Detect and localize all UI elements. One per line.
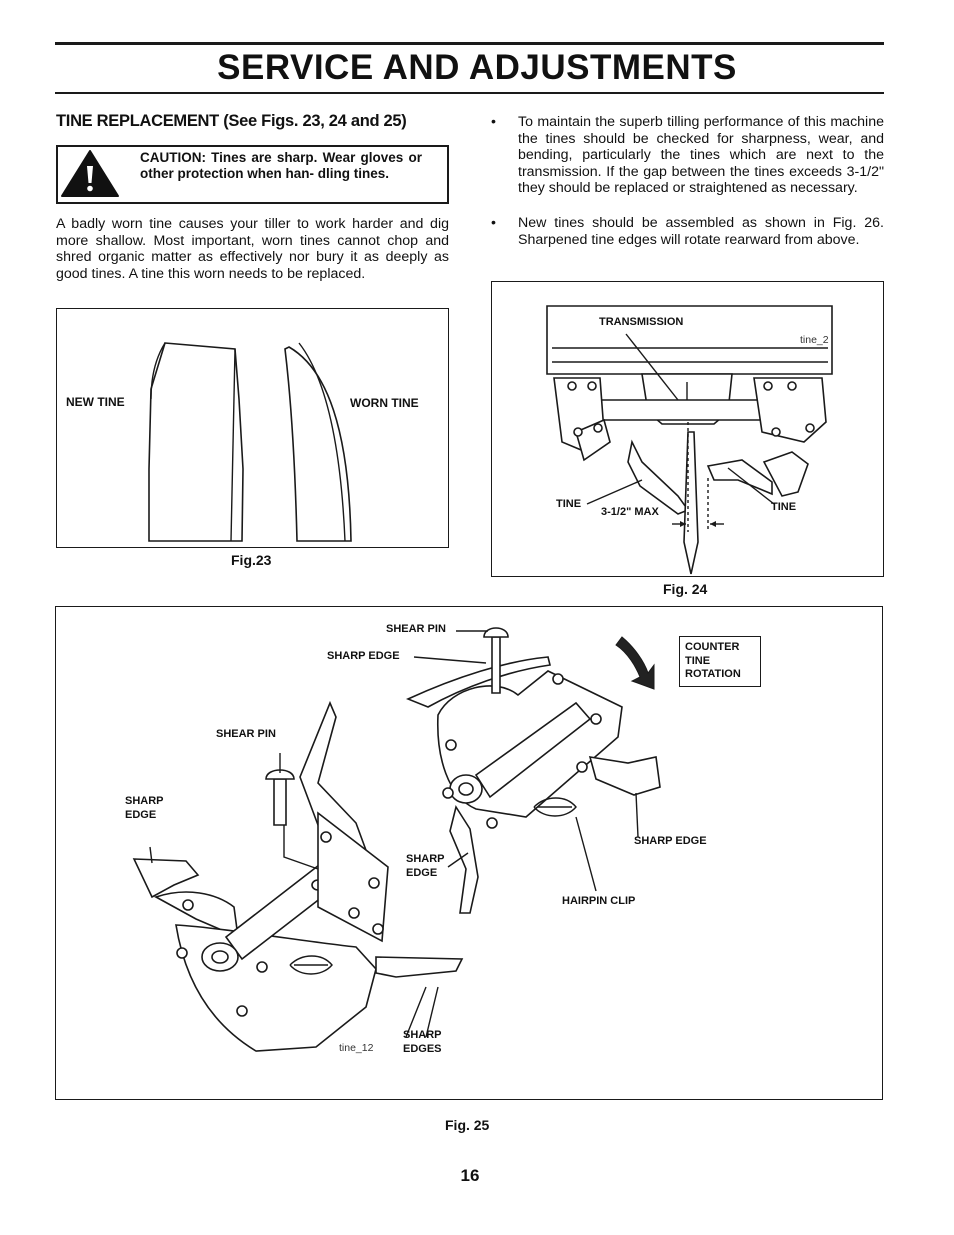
hairpin-clip-label: HAIRPIN CLIP [562,895,636,907]
counter-rotation-box: COUNTER TINE ROTATION [679,636,761,687]
tine-right-label: TINE [771,501,797,513]
shear-pin-top [491,636,501,694]
left-tine [132,858,200,899]
shear-pin-left-label: SHEAR PIN [216,728,276,740]
worn-tine-shape [284,346,352,542]
fig23-drawing [148,342,352,542]
bottom-tine [375,956,464,978]
transmission-housing [546,305,833,375]
shear-pin-top-label: SHEAR PIN [386,623,446,635]
transmission-label: TRANSMISSION [599,316,684,328]
new-tine-shape [148,342,244,542]
sharp-edge-middle-label: SHARP EDGE [406,853,445,879]
caution-text: CAUTION: Tines are sharp. Wear gloves or… [140,150,422,181]
tine-left-label: TINE [556,498,582,510]
bolt-group [442,673,602,829]
left-flange [175,924,377,1052]
bullet-item: • To maintain the superb tilling perform… [491,114,884,212]
gap-max-label: 3-1/2" MAX [601,506,659,518]
bolt-group [176,831,384,1017]
bullet-item: • New tines should be assembled as shown… [491,215,884,265]
bolt-group [567,381,815,437]
fig25-code: tine_12 [339,1042,374,1054]
bullet-dot: • [491,114,496,130]
fig24-caption: Fig. 24 [663,581,708,597]
hairpin-clip-left [289,955,333,975]
worn-tine-label: WORN TINE [350,396,419,410]
bullet-dot: • [491,215,496,231]
sharp-edge-top-label: SHARP EDGE [327,650,400,662]
sharp-edge-left-label: SHARP EDGE [125,795,164,821]
bullet-text: New tines should be assembled as shown i… [518,215,884,248]
hairpin-clip-right [533,797,577,817]
warning-exclamation-icon [61,150,119,197]
sharp-edge-right-label: SHARP EDGE [634,835,707,847]
fig25-drawing [132,627,661,1052]
right-lower-tine [449,804,479,914]
caution-box: CAUTION: Tines are sharp. Wear gloves or… [56,145,449,204]
top-rule [55,42,884,45]
rotation-arrow [615,636,655,690]
shear-pin-left [273,778,287,826]
bullet-text: To maintain the superb tilling performan… [518,114,884,197]
body-paragraph: A badly worn tine causes your tiller to … [56,216,449,282]
right-outboard-tine [588,756,661,796]
new-tine-label: NEW TINE [66,395,125,409]
fig24-code: tine_2 [800,334,829,346]
fig24-frame: TRANSMISSION tine_2 TINE 3-1/2" MAX TINE [491,281,884,577]
section-heading: TINE REPLACEMENT (See Figs. 23, 24 and 2… [56,112,407,130]
title-underline [55,92,884,94]
upper-tine [405,656,551,708]
page-title: SERVICE AND ADJUSTMENTS [217,48,737,87]
sharp-edges-bottom-label: SHARP EDGES [403,1029,442,1055]
counter-rotation-label: COUNTER TINE ROTATION [685,641,741,680]
fig24-drawing [546,305,833,575]
fig23-frame: NEW TINE WORN TINE [56,308,449,548]
fig25-frame: SHEAR PIN SHARP EDGE SHEAR PIN SHARP EDG… [55,606,883,1100]
fig23-caption: Fig.23 [231,552,272,568]
fig25-caption: Fig. 25 [445,1117,490,1133]
page-number: 16 [460,1166,480,1185]
